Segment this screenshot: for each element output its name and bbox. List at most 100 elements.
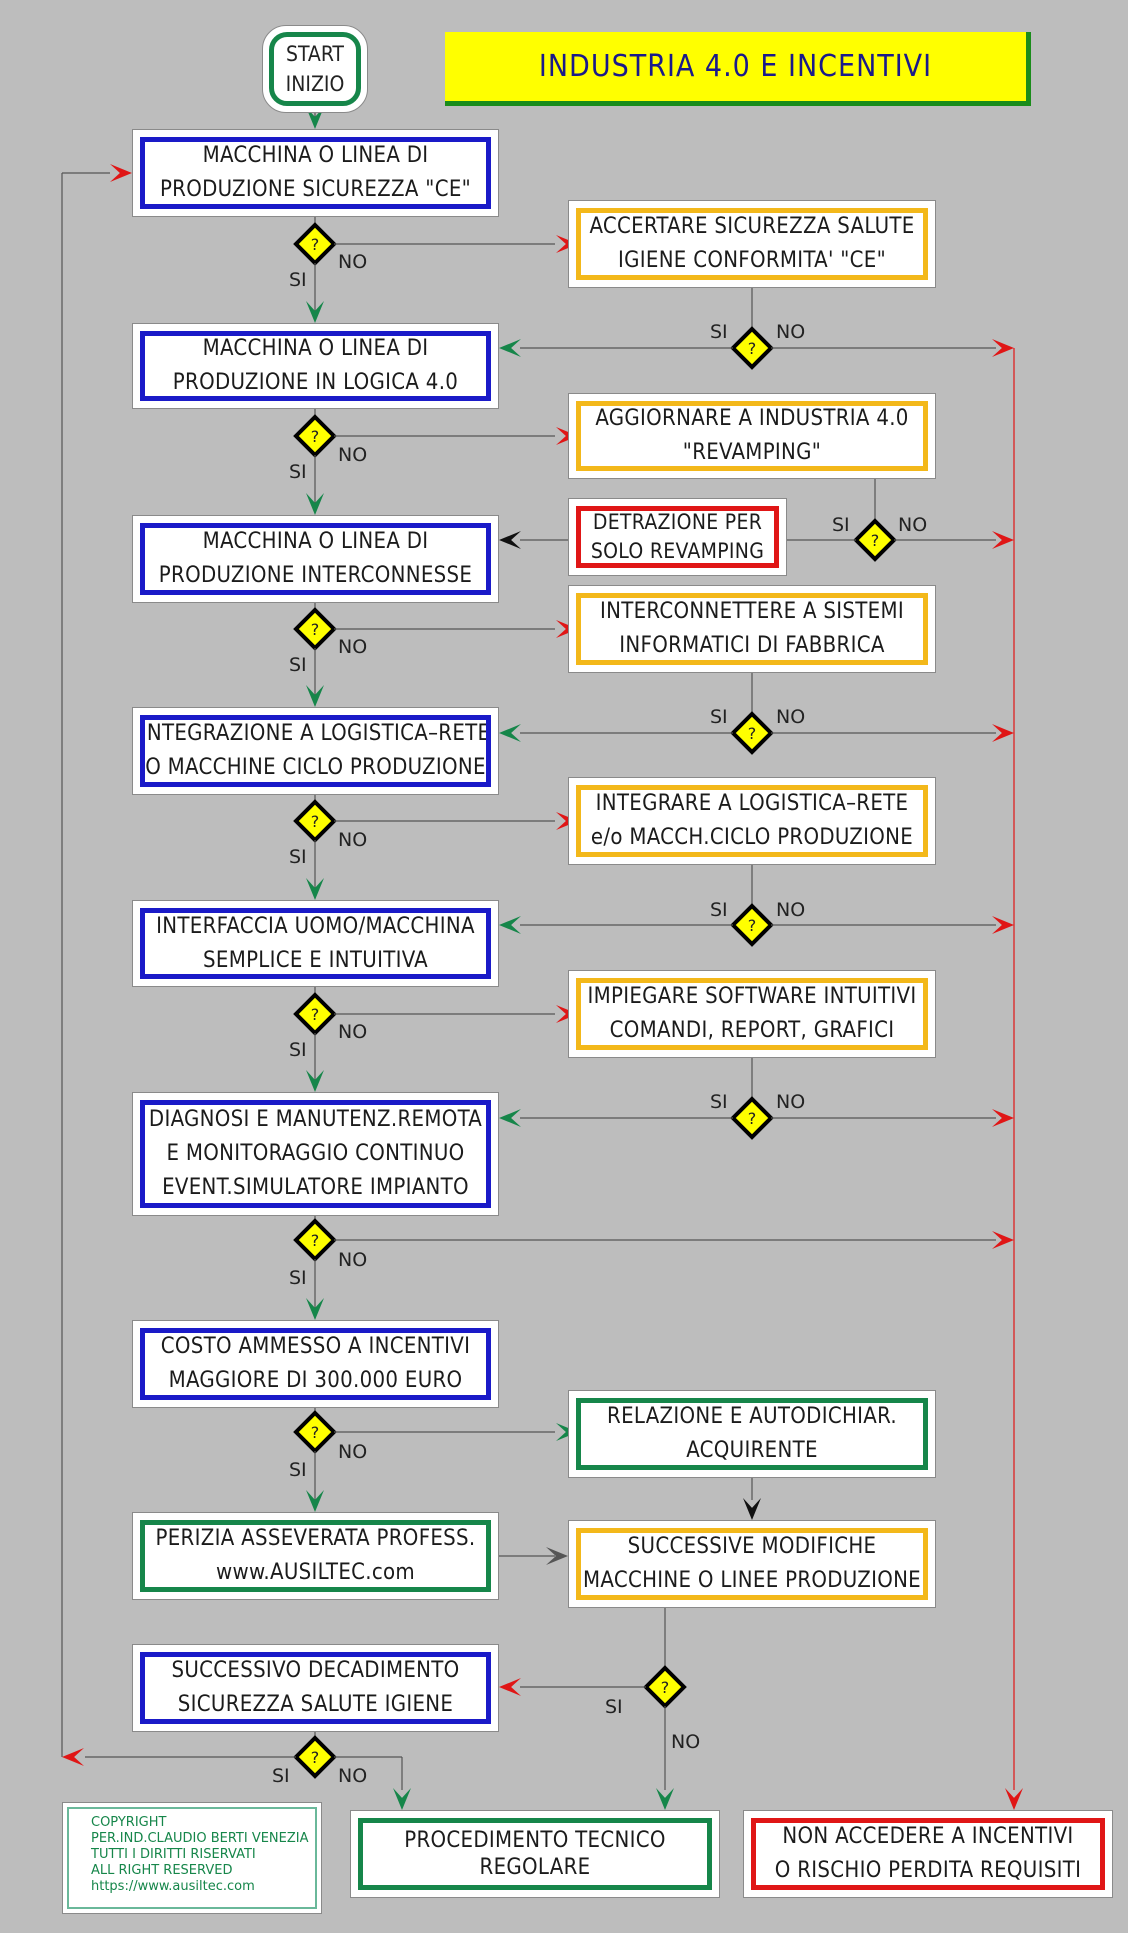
arrow-head-icon	[992, 1231, 1014, 1249]
box-text-line: SOLO REVAMPING	[590, 539, 765, 563]
box-interconnesse: MACCHINA O LINEA DI PRODUZIONE INTERCONN…	[132, 515, 499, 603]
si-label: SI	[710, 899, 728, 921]
arrow-head-icon	[499, 1678, 521, 1696]
decision-mark: ?	[311, 620, 320, 639]
box-perizia-asseverata: PERIZIA ASSEVERATA PROFESS. www.AUSILTEC…	[132, 1512, 499, 1600]
no-label: NO	[338, 251, 368, 273]
box-text-line: www.AUSILTEC.com	[215, 1560, 416, 1585]
arrow-head-icon	[499, 724, 521, 742]
box-text-line: MAGGIORE DI 300.000 EURO	[168, 1368, 463, 1393]
si-label: SI	[605, 1696, 623, 1718]
decision-diamond-icon	[730, 903, 774, 947]
decision-node: ?	[293, 1735, 337, 1779]
arrow-head-icon	[1005, 1788, 1023, 1810]
si-label: SI	[289, 1267, 307, 1289]
arrow-head-icon	[306, 301, 324, 323]
arrow-head-icon	[546, 1547, 568, 1565]
no-label: NO	[898, 514, 928, 536]
decision-mark: ?	[311, 235, 320, 254]
decision-node: ?	[853, 518, 897, 562]
arrow-head-icon	[306, 878, 324, 900]
decision-node: ?	[730, 711, 774, 755]
copyright-stamp: COPYRIGHT PER.IND.CLAUDIO BERTI VENEZIA …	[62, 1802, 322, 1914]
box-text-line: PRODUZIONE IN LOGICA 4.0	[172, 370, 459, 395]
copyright-line: TUTTI I DIRITTI RISERVATI	[91, 1847, 256, 1862]
title-banner: INDUSTRIA 4.0 E INCENTIVI	[445, 32, 1031, 106]
si-label: SI	[272, 1765, 290, 1787]
box-integrare-logistica: INTEGRARE A LOGISTICA–RETE e/o MACCH.CIC…	[568, 777, 936, 865]
box-sicurezza-ce: MACCHINA O LINEA DI PRODUZIONE SICUREZZA…	[132, 129, 499, 217]
box-successive-modifiche: SUCCESSIVE MODIFICHE MACCHINE O LINEE PR…	[568, 1520, 936, 1608]
decision-mark: ?	[748, 339, 757, 358]
si-label: SI	[289, 1459, 307, 1481]
arrow-head-icon	[556, 812, 578, 830]
si-label: SI	[289, 1039, 307, 1061]
box-text-line: IMPIEGARE SOFTWARE INTUITIVI	[587, 984, 917, 1009]
arrow-head-icon	[556, 235, 578, 253]
decision-node: ?	[293, 992, 337, 1036]
box-text-line: SUCCESSIVE MODIFICHE	[627, 1534, 877, 1559]
arrow-head-icon	[556, 427, 578, 445]
box-text-line: MACCHINA O LINEA DI	[202, 529, 429, 554]
decision-mark: ?	[748, 724, 757, 743]
box-text-line: PROCEDIMENTO TECNICO	[404, 1828, 666, 1853]
arrow-head-icon	[656, 1788, 674, 1810]
box-accertare-sicurezza: ACCERTARE SICUREZZA SALUTE IGIENE CONFOR…	[568, 200, 936, 288]
arrow-head-icon	[499, 1109, 521, 1127]
box-text-line: O MACCHINE CICLO PRODUZIONE	[145, 755, 486, 780]
arrow-head-icon	[393, 1788, 411, 1810]
box-diagnosi-remota: DIAGNOSI E MANUTENZ.REMOTA E MONITORAGGI…	[132, 1092, 499, 1216]
box-text-line: INTERCONNETTERE A SISTEMI	[599, 599, 904, 624]
box-integrazione-logistica: INTEGRAZIONE A LOGISTICA–RETE O MACCHINE…	[132, 707, 499, 795]
box-text-line: MACCHINA O LINEA DI	[202, 336, 429, 361]
copyright-line: COPYRIGHT	[91, 1815, 167, 1830]
box-aggiornare-revamping: AGGIORNARE A INDUSTRIA 4.0 "REVAMPING"	[568, 393, 936, 479]
decision-mark: ?	[311, 1005, 320, 1024]
decision-node: ?	[293, 414, 337, 458]
arrow-head-icon	[499, 916, 521, 934]
no-label: NO	[338, 636, 368, 658]
box-text-line: O RISCHIO PERDITA REQUISITI	[774, 1858, 1082, 1883]
decision-mark: ?	[311, 1748, 320, 1767]
copyright-line: PER.IND.CLAUDIO BERTI VENEZIA	[91, 1831, 309, 1846]
decision-node: ?	[293, 1218, 337, 1262]
arrow-head-icon	[306, 685, 324, 707]
decision-node: ?	[293, 1410, 337, 1454]
arrow-head-icon	[992, 339, 1014, 357]
box-decadimento-sicurezza: SUCCESSIVO DECADIMENTO SICUREZZA SALUTE …	[132, 1644, 499, 1732]
box-text-line: PRODUZIONE INTERCONNESSE	[158, 563, 473, 588]
copyright-line: https://www.ausiltec.com	[91, 1879, 255, 1894]
box-text-line: REGOLARE	[479, 1855, 591, 1880]
no-label: NO	[338, 1021, 368, 1043]
si-label: SI	[710, 1091, 728, 1113]
arrow-head-icon	[499, 531, 521, 549]
arrow-head-icon	[992, 916, 1014, 934]
arrow-head-icon	[992, 724, 1014, 742]
box-text-line: e/o MACCH.CICLO PRODUZIONE	[590, 825, 914, 850]
box-text-line: COSTO AMMESSO A INCENTIVI	[160, 1334, 471, 1359]
no-label: NO	[338, 829, 368, 851]
box-text-line: INTERFACCIA UOMO/MACCHINA	[156, 913, 475, 939]
box-text-line: EVENT.SIMULATORE IMPIANTO	[162, 1175, 469, 1200]
decision-diamond-icon	[730, 711, 774, 755]
decision-diamond-icon	[730, 326, 774, 370]
no-label: NO	[338, 1441, 368, 1463]
box-text-line: SICUREZZA SALUTE IGIENE	[177, 1692, 454, 1717]
box-impiegare-software: IMPIEGARE SOFTWARE INTUITIVI COMANDI, RE…	[568, 970, 936, 1058]
si-label: SI	[289, 461, 307, 483]
arrow-head-icon	[992, 531, 1014, 549]
start-sublabel: INIZIO	[285, 72, 345, 96]
box-text-line: DETRAZIONE PER	[592, 510, 763, 534]
decision-mark: ?	[748, 916, 757, 935]
no-label: NO	[338, 1249, 368, 1271]
decision-mark: ?	[311, 1231, 320, 1250]
si-label: SI	[832, 514, 850, 536]
arrow-head-icon	[743, 1498, 761, 1520]
box-text-line: COMANDI, REPORT, GRAFICI	[609, 1018, 895, 1043]
box-text-line: INTEGRAZIONE A LOGISTICA–RETE	[140, 721, 491, 746]
box-interfaccia-uomo-macchina: INTERFACCIA UOMO/MACCHINA SEMPLICE E INT…	[132, 900, 499, 987]
decision-node: ?	[643, 1665, 687, 1709]
decision-mark: ?	[311, 427, 320, 446]
decision-node: ?	[293, 222, 337, 266]
